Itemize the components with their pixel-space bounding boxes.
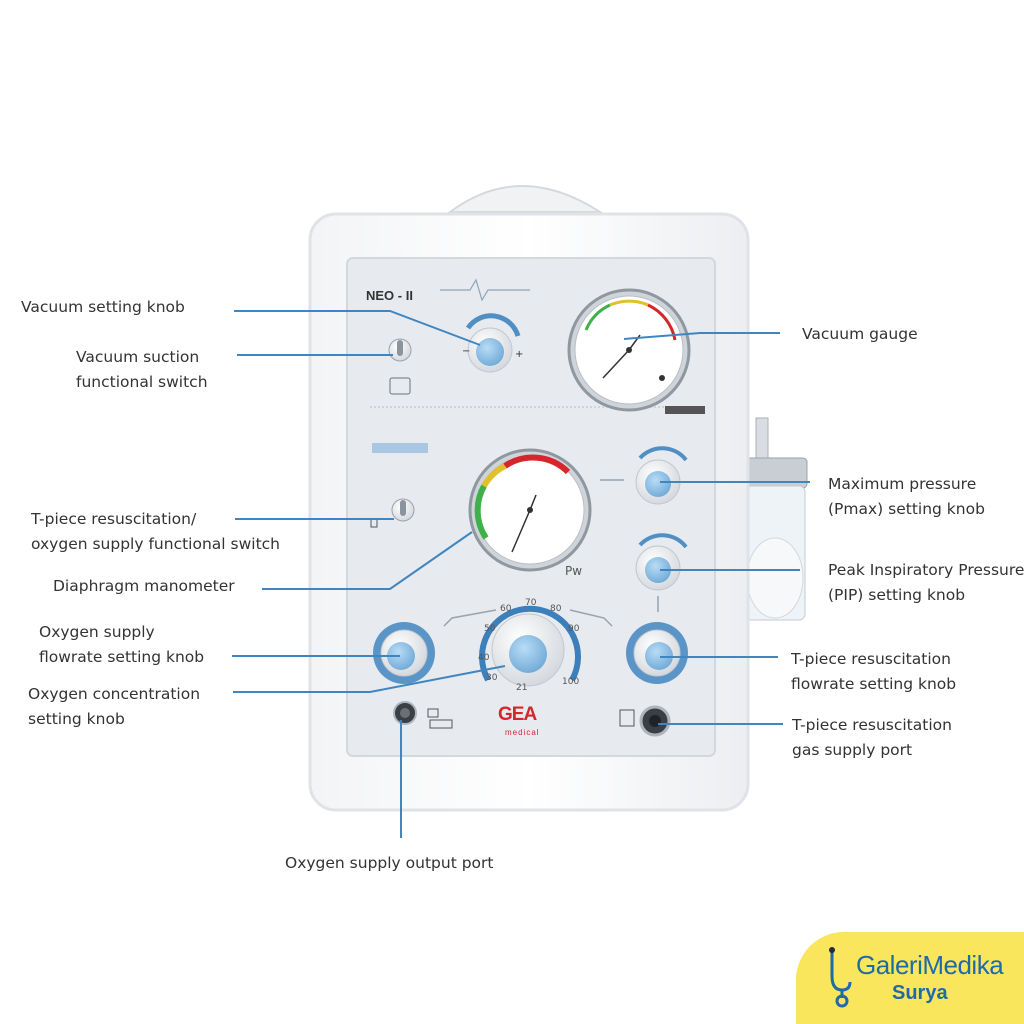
pip-setting-knob (635, 533, 688, 612)
callout-text: Vacuum gauge (802, 325, 918, 343)
panel-label-strip (372, 443, 428, 453)
watermark-badge: GaleriMedika Surya (796, 932, 1024, 1024)
t-piece-flowrate-knob (626, 622, 688, 684)
leader-lines (232, 310, 810, 838)
callout-text: Peak Inspiratory Pressure (828, 561, 1024, 579)
callout-text: Diaphragm manometer (53, 577, 235, 595)
callout-text: flowrate setting knob (39, 648, 205, 666)
callout-diaphragm-manometer: Diaphragm manometer (53, 574, 235, 599)
callout-pip: Peak Inspiratory Pressure (PIP) setting … (828, 558, 1024, 608)
conc-tick: 40 (478, 653, 490, 663)
pulse-icon (440, 278, 530, 302)
conc-tick: 30 (486, 673, 498, 683)
callout-text: Maximum pressure (828, 475, 977, 493)
leader-vacuum-knob (234, 310, 481, 346)
gea-logo-sub: medical (505, 728, 540, 737)
oxygen-flowrate-knob (373, 622, 435, 684)
callout-vacuum-suction-switch: Vacuum suction functional switch (76, 345, 208, 395)
pw-label: Pw (565, 564, 583, 578)
callout-text: Vacuum suction (76, 348, 200, 366)
callout-text: oxygen supply functional switch (31, 535, 280, 553)
oxygen-output-port (393, 701, 453, 729)
callout-text: Oxygen concentration (28, 685, 201, 703)
vacuum-gauge (567, 288, 705, 414)
leader-vacuum-gauge (623, 332, 780, 340)
leader-manometer (262, 531, 473, 590)
conc-tick: 21 (516, 683, 528, 693)
callout-vacuum-gauge: Vacuum gauge (802, 322, 918, 347)
callout-text: setting knob (28, 710, 125, 728)
stethoscope-icon (829, 947, 852, 1008)
leader-concentration (233, 665, 506, 693)
gea-logo: GEA (498, 704, 537, 725)
conc-tick: 50 (484, 624, 496, 634)
device-model-title: NEO - II (366, 288, 413, 303)
oxygen-concentration-knob (479, 605, 581, 687)
conc-tick: 70 (525, 598, 537, 608)
conc-tick: 100 (562, 677, 580, 687)
pmax-setting-knob (600, 446, 688, 505)
svg-text:−: − (462, 346, 470, 357)
t-piece-gas-port (619, 705, 671, 737)
callout-text: functional switch (76, 373, 208, 391)
diaphragm-manometer (468, 448, 592, 572)
callout-text: Oxygen supply output port (285, 854, 494, 872)
svg-text:+: + (515, 349, 523, 360)
conc-tick: 90 (568, 624, 580, 634)
conc-tick: 60 (500, 604, 512, 614)
vacuum-setting-knob: − + (462, 313, 523, 373)
callout-text: gas supply port (792, 741, 913, 759)
vacuum-suction-switch (388, 338, 412, 395)
callout-vacuum-setting-knob: Vacuum setting knob (21, 295, 185, 320)
callout-oxygen-output-port: Oxygen supply output port (285, 851, 493, 876)
callout-oxygen-concentration: Oxygen concentration setting knob (28, 682, 200, 732)
callout-text: T-piece resuscitation (791, 650, 951, 668)
callout-oxygen-flowrate: Oxygen supply flowrate setting knob (39, 620, 204, 670)
callout-text: (Pmax) setting knob (828, 500, 985, 518)
watermark-line2: Surya (892, 982, 948, 1004)
callout-t-piece-gas-port: T-piece resuscitation gas supply port (792, 713, 952, 763)
callout-t-piece-flowrate: T-piece resuscitation flowrate setting k… (791, 647, 956, 697)
callout-text: Oxygen supply (39, 623, 155, 641)
conc-tick: 80 (550, 604, 562, 614)
callout-text: Vacuum setting knob (21, 298, 185, 316)
callout-text: (PIP) setting knob (828, 586, 966, 604)
callout-text: flowrate setting knob (791, 675, 957, 693)
callout-text: T-piece resuscitation (792, 716, 952, 734)
callout-t-piece-switch: T-piece resuscitation/ oxygen supply fun… (31, 507, 280, 557)
device-handle (446, 185, 604, 213)
t-piece-oxygen-switch (370, 498, 415, 528)
callout-text: T-piece resuscitation/ (31, 510, 197, 528)
humidifier-bottle (744, 417, 808, 621)
watermark-line1: GaleriMedika (856, 950, 1004, 980)
callout-pmax: Maximum pressure (Pmax) setting knob (828, 472, 985, 522)
